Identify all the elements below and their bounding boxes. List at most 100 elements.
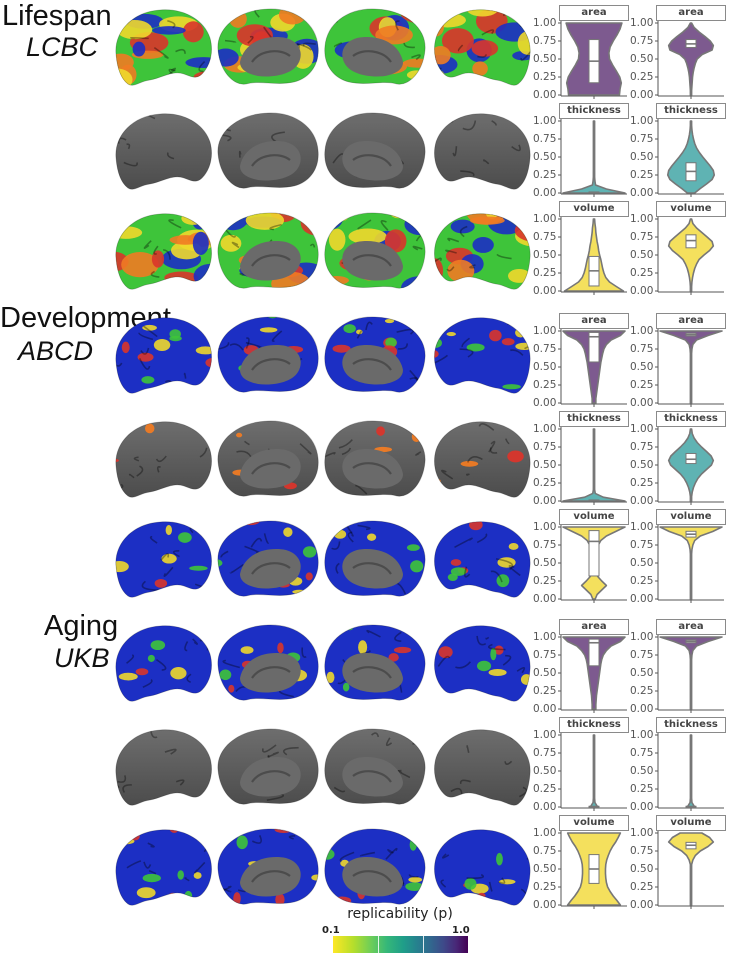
brain-surface [324,112,426,189]
violin-shape [562,120,626,194]
brain-surface [434,421,531,498]
facet-label-thickness: thickness [559,103,629,119]
violin-svg [655,426,724,505]
brain-surface [324,212,426,289]
violin-shape [659,330,723,404]
violin-shape [562,330,626,404]
y-tick-label: 0.25 [630,379,654,391]
violin-shape [589,734,599,808]
brain-surface [115,729,212,806]
brain-surface [115,421,212,498]
violin-svg [558,524,627,603]
y-tick-label: 0.50 [533,557,557,569]
violin-svg [558,216,627,295]
y-tick-label: 0.50 [630,249,654,261]
y-tick-label: 0.75 [533,133,557,145]
y-tick-label: 0.00 [533,593,557,605]
legend-colorbar-tick [378,936,379,953]
brain-surface [434,213,531,290]
y-tick-label: 1.00 [630,115,654,127]
y-tick-label: 0.75 [630,845,654,857]
brain-surface [115,829,212,906]
y-tick-label: 0.50 [533,765,557,777]
legend-min-label: 0.1 [322,925,340,936]
violin-shape [667,218,715,292]
brain-surface [434,829,531,906]
y-tick-label: 0.50 [630,863,654,875]
facet-label-area: area [656,5,726,21]
y-tick-label: 0.75 [533,343,557,355]
brain-surface [324,8,426,85]
box-iqr [588,530,600,577]
facet-label-area: area [559,619,629,635]
y-tick-label: 0.25 [630,881,654,893]
y-tick-label: 0.00 [533,89,557,101]
y-tick-label: 1.00 [630,729,654,741]
facet-label-area: area [559,313,629,329]
brain-surface [217,624,319,701]
y-tick-label: 0.25 [533,267,557,279]
y-tick-label: 1.00 [533,423,557,435]
legend-colorbar [333,936,468,953]
violin-svg [558,830,627,909]
facet-label-thickness: thickness [656,411,726,427]
brain-surface [434,625,531,702]
y-tick-label: 0.25 [630,169,654,181]
y-tick-label: 0.25 [630,783,654,795]
y-tick-label: 0.50 [630,459,654,471]
y-tick-label: 0.25 [533,575,557,587]
facet-label-thickness: thickness [559,411,629,427]
brain-surface [115,317,212,394]
y-tick-label: 0.00 [630,285,654,297]
y-tick-label: 0.50 [533,459,557,471]
violin-svg [558,328,627,407]
y-tick-label: 0.00 [630,899,654,911]
y-tick-label: 0.50 [630,667,654,679]
y-tick-label: 0.75 [630,441,654,453]
violin-svg [558,118,627,197]
brain-surface [324,624,426,701]
y-tick-label: 1.00 [630,631,654,643]
violin-svg [558,20,627,99]
brain-surface [217,8,319,85]
y-tick-label: 0.00 [630,703,654,715]
brain-surface [324,520,426,597]
violin-svg [655,830,724,909]
brain-surface [324,728,426,805]
brain-surface [115,521,212,598]
y-tick-label: 0.00 [630,495,654,507]
facet-label-volume: volume [559,201,629,217]
y-tick-label: 0.00 [533,899,557,911]
cohort-subtitle-ukb: UKB [54,643,110,673]
brain-surface [115,113,212,190]
violin-shape [667,428,715,502]
brain-surface [434,113,531,190]
y-tick-label: 1.00 [630,423,654,435]
violin-svg [655,20,724,99]
y-tick-label: 0.25 [533,881,557,893]
y-tick-label: 0.50 [533,151,557,163]
brain-surface [115,9,212,86]
y-tick-label: 0.50 [630,53,654,65]
y-tick-label: 0.00 [630,397,654,409]
brain-surface [217,112,319,189]
y-tick-label: 0.75 [630,649,654,661]
facet-label-volume: volume [656,509,726,525]
violin-svg [655,216,724,295]
y-tick-label: 1.00 [533,115,557,127]
brain-surface [217,316,319,393]
y-tick-label: 0.75 [533,845,557,857]
y-tick-label: 0.50 [533,667,557,679]
